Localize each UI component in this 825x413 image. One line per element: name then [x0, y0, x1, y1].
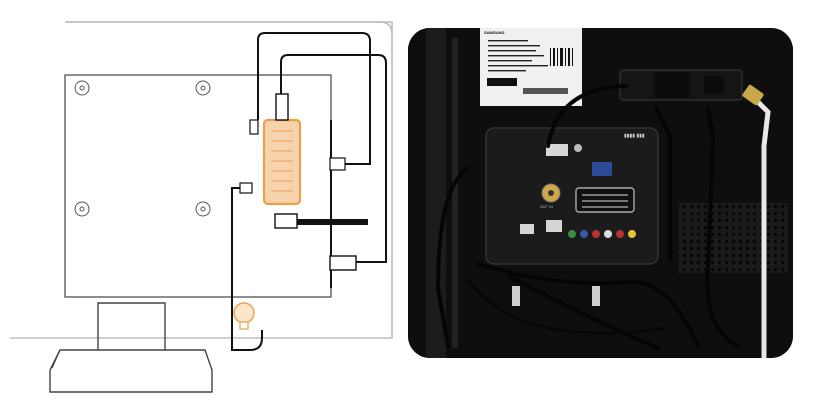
component-jacks — [568, 230, 636, 238]
mounting-holes — [74, 80, 211, 217]
photo-svg: ▮▮▮▮ ▮▮▮ — [408, 28, 793, 358]
rating-sticker — [480, 28, 582, 106]
vent-mesh — [678, 203, 788, 273]
cable-tie — [512, 286, 520, 306]
antenna-cable — [751, 95, 771, 358]
tv-back-photo: ▮▮▮▮ ▮▮▮ SAMSUNG ANT IN — [408, 28, 793, 358]
lightbulb-icon — [233, 302, 255, 330]
stick-hdmi-cable — [546, 84, 628, 148]
tv-back-outline — [10, 21, 393, 339]
ant-in-label: ANT IN — [540, 204, 554, 209]
power-adapter-icon — [329, 157, 346, 171]
diagram-svg — [10, 21, 393, 393]
vga-port — [592, 162, 612, 176]
usb-cable-down — [231, 187, 263, 351]
tv-stick-device — [619, 69, 743, 101]
power-cable — [257, 32, 371, 165]
hdmi-cable — [280, 54, 387, 263]
dongle-texture — [271, 130, 293, 192]
cable-tie — [592, 286, 600, 306]
brand-logo-text: SAMSUNG — [484, 30, 505, 35]
tv-back-top-edge — [65, 21, 393, 35]
brand-logo-strip: ▮▮▮▮ ▮▮▮ — [624, 133, 645, 139]
tv-stand-base — [49, 349, 213, 393]
installation-diagram — [0, 0, 400, 413]
antenna-connector-icon — [274, 213, 298, 229]
antenna-bar — [296, 219, 368, 225]
hdmi-plug-icon — [275, 93, 289, 121]
antenna-connector-icon — [742, 84, 764, 106]
hdmi-port — [546, 144, 568, 156]
tv-side-rail — [426, 28, 446, 358]
usb-plug-icon — [249, 119, 259, 135]
